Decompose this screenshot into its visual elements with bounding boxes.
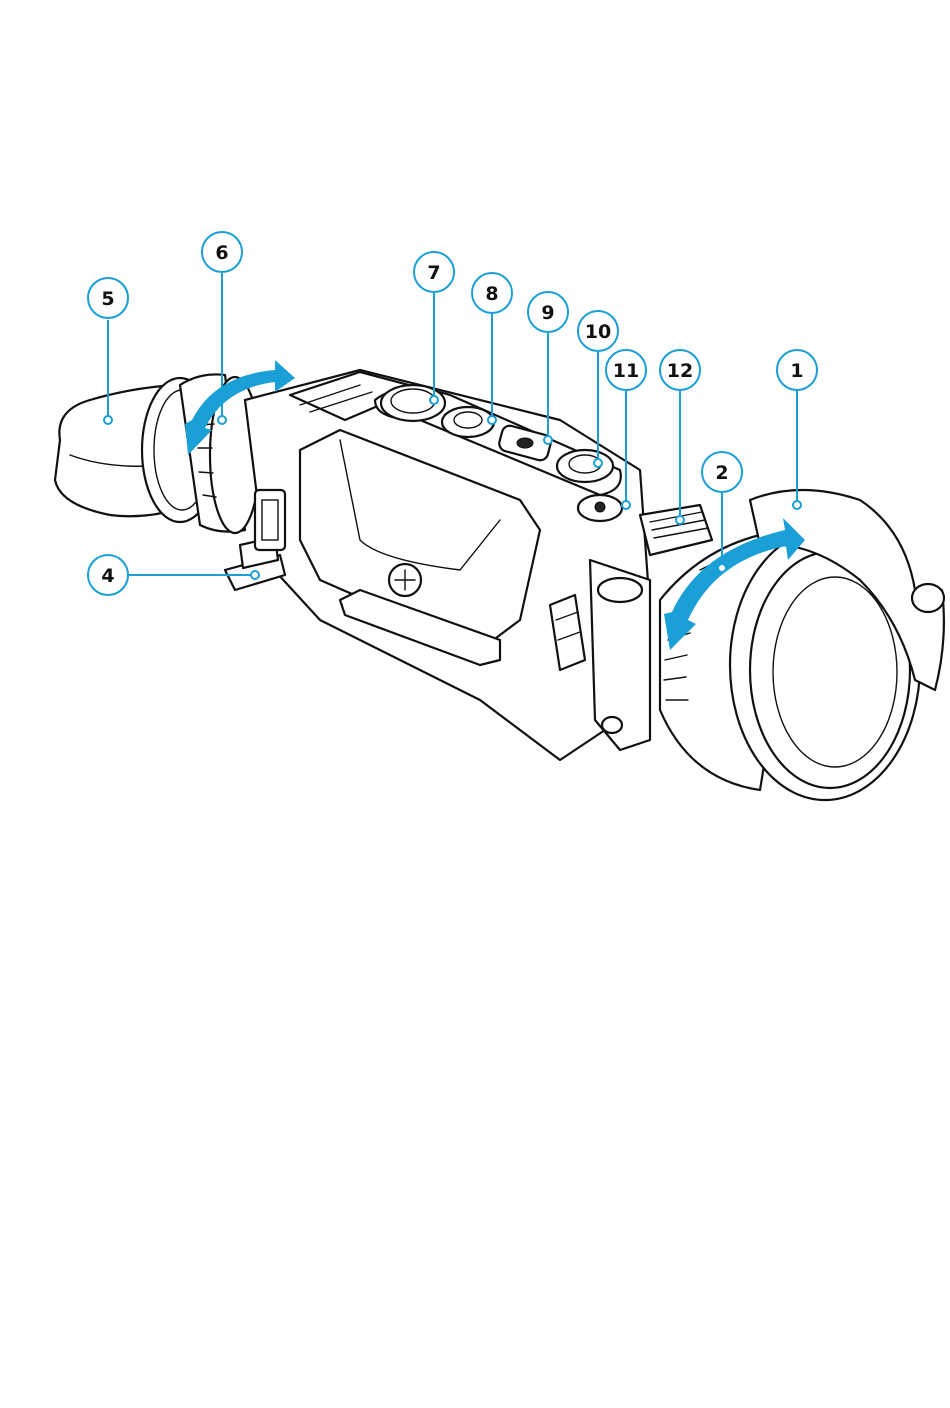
callout-1-label: 1 (790, 360, 803, 382)
callout-11-label: 11 (613, 360, 639, 382)
callout-2-label: 2 (715, 462, 728, 484)
callout-1: 1 (777, 350, 817, 390)
callout-4-label: 4 (101, 565, 114, 587)
callout-5-label: 5 (101, 288, 114, 310)
callout-9: 9 (528, 292, 568, 332)
callout-11: 11 (606, 350, 646, 390)
callout-4: 4 (88, 555, 128, 595)
callout-7: 7 (414, 252, 454, 292)
callout-2: 2 (702, 452, 742, 492)
callout-7-label: 7 (427, 262, 440, 284)
callout-9-label: 9 (541, 302, 554, 324)
callout-6: 6 (202, 232, 242, 272)
callout-8: 8 (472, 273, 512, 313)
callout-10-label: 10 (585, 321, 611, 343)
callout-12: 12 (660, 350, 700, 390)
callout-10: 10 (578, 311, 618, 351)
callout-5: 5 (88, 278, 128, 318)
callout-6-label: 6 (215, 242, 228, 264)
callout-8-label: 8 (485, 283, 498, 305)
callout-12-label: 12 (667, 360, 693, 382)
